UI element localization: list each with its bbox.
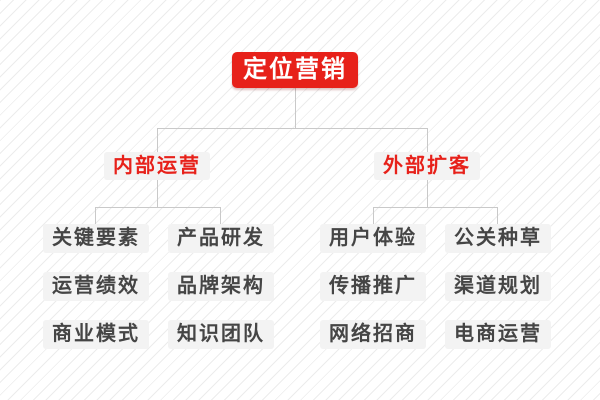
connector-line xyxy=(95,207,96,224)
leaf-node[interactable]: 品牌架构 xyxy=(168,272,274,301)
leaf-node[interactable]: 知识团队 xyxy=(168,320,274,349)
leaf-node[interactable]: 产品研发 xyxy=(168,224,274,253)
connector-line xyxy=(220,207,221,224)
connector-line xyxy=(497,207,498,224)
leaf-node[interactable]: 电商运营 xyxy=(445,320,551,349)
leaf-node[interactable]: 网络招商 xyxy=(320,320,426,349)
connector-line xyxy=(95,207,221,208)
connector-line xyxy=(427,128,428,152)
leaf-node[interactable]: 商业模式 xyxy=(43,320,149,349)
leaf-node[interactable]: 运营绩效 xyxy=(43,272,149,301)
connector-line xyxy=(295,88,296,128)
connector-line xyxy=(157,128,428,129)
root-node[interactable]: 定位营销 xyxy=(232,52,358,88)
connector-line xyxy=(157,128,158,152)
leaf-node[interactable]: 公关种草 xyxy=(445,224,551,253)
connector-line xyxy=(373,207,498,208)
leaf-node[interactable]: 渠道规划 xyxy=(445,272,551,301)
connector-line xyxy=(427,180,428,207)
leaf-node[interactable]: 传播推广 xyxy=(320,272,426,301)
connector-line xyxy=(157,180,158,207)
leaf-node[interactable]: 用户体验 xyxy=(320,224,426,253)
leaf-node[interactable]: 关键要素 xyxy=(43,224,149,253)
branch-node-external-expansion[interactable]: 外部扩客 xyxy=(374,152,480,180)
branch-node-internal-operations[interactable]: 内部运营 xyxy=(104,152,210,180)
connector-line xyxy=(373,207,374,224)
